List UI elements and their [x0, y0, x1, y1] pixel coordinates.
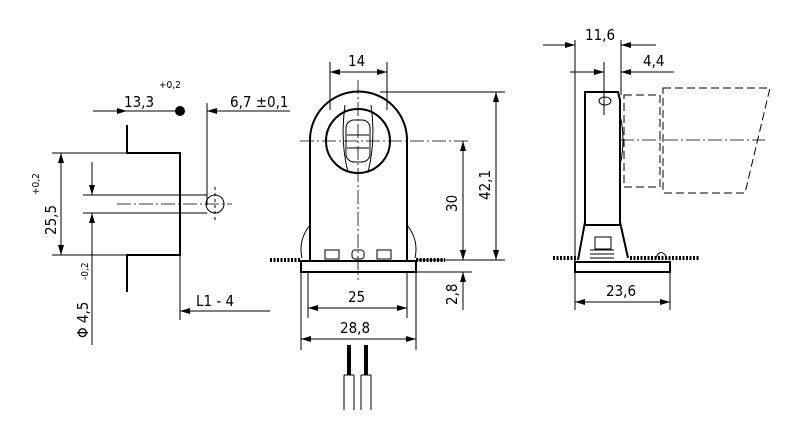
- pin-circle: [205, 194, 225, 214]
- tol-plus-0-2-top: +0,2: [159, 80, 181, 91]
- front-view: 14 42,1 30 2,8 25 28,8: [270, 52, 505, 410]
- side-body: [584, 91, 621, 226]
- holder-body: [309, 90, 408, 260]
- dim-2-8: 2,8: [443, 284, 461, 305]
- dim-l1-4: L1 - 4: [196, 292, 234, 310]
- side-base-plate: [574, 261, 671, 273]
- right-side-view: 11,6 4,4 23,6: [543, 26, 771, 310]
- dim-42-1: 42,1: [476, 170, 494, 200]
- dim-11-6: 11,6: [585, 26, 615, 44]
- lamp-outline-dashed: [623, 94, 661, 188]
- left-side-view: 13,3 +0,2 6,7 ±0,1 25,5 +0,2 Φ 4,5 -0,2 …: [31, 80, 290, 345]
- dim-25-5: 25,5: [42, 205, 60, 235]
- dim-30: 30: [443, 195, 461, 212]
- dim-4-4: 4,4: [643, 52, 664, 70]
- left-outline: [126, 125, 181, 292]
- dim-6-7: 6,7 ±0,1: [230, 93, 289, 111]
- dim-diameter-4-5: Φ 4,5: [74, 302, 92, 338]
- dim-23-6: 23,6: [606, 282, 636, 300]
- dim-28-8: 28,8: [340, 319, 370, 337]
- reference-dot: [175, 106, 185, 116]
- dim-14: 14: [348, 52, 365, 70]
- tol-minus-0-2: -0,2: [80, 262, 91, 280]
- dim-13-3: 13,3: [124, 93, 154, 111]
- base-plate: [300, 260, 417, 273]
- dim-25: 25: [348, 288, 365, 306]
- tol-plus-0-2-side: +0,2: [31, 173, 42, 195]
